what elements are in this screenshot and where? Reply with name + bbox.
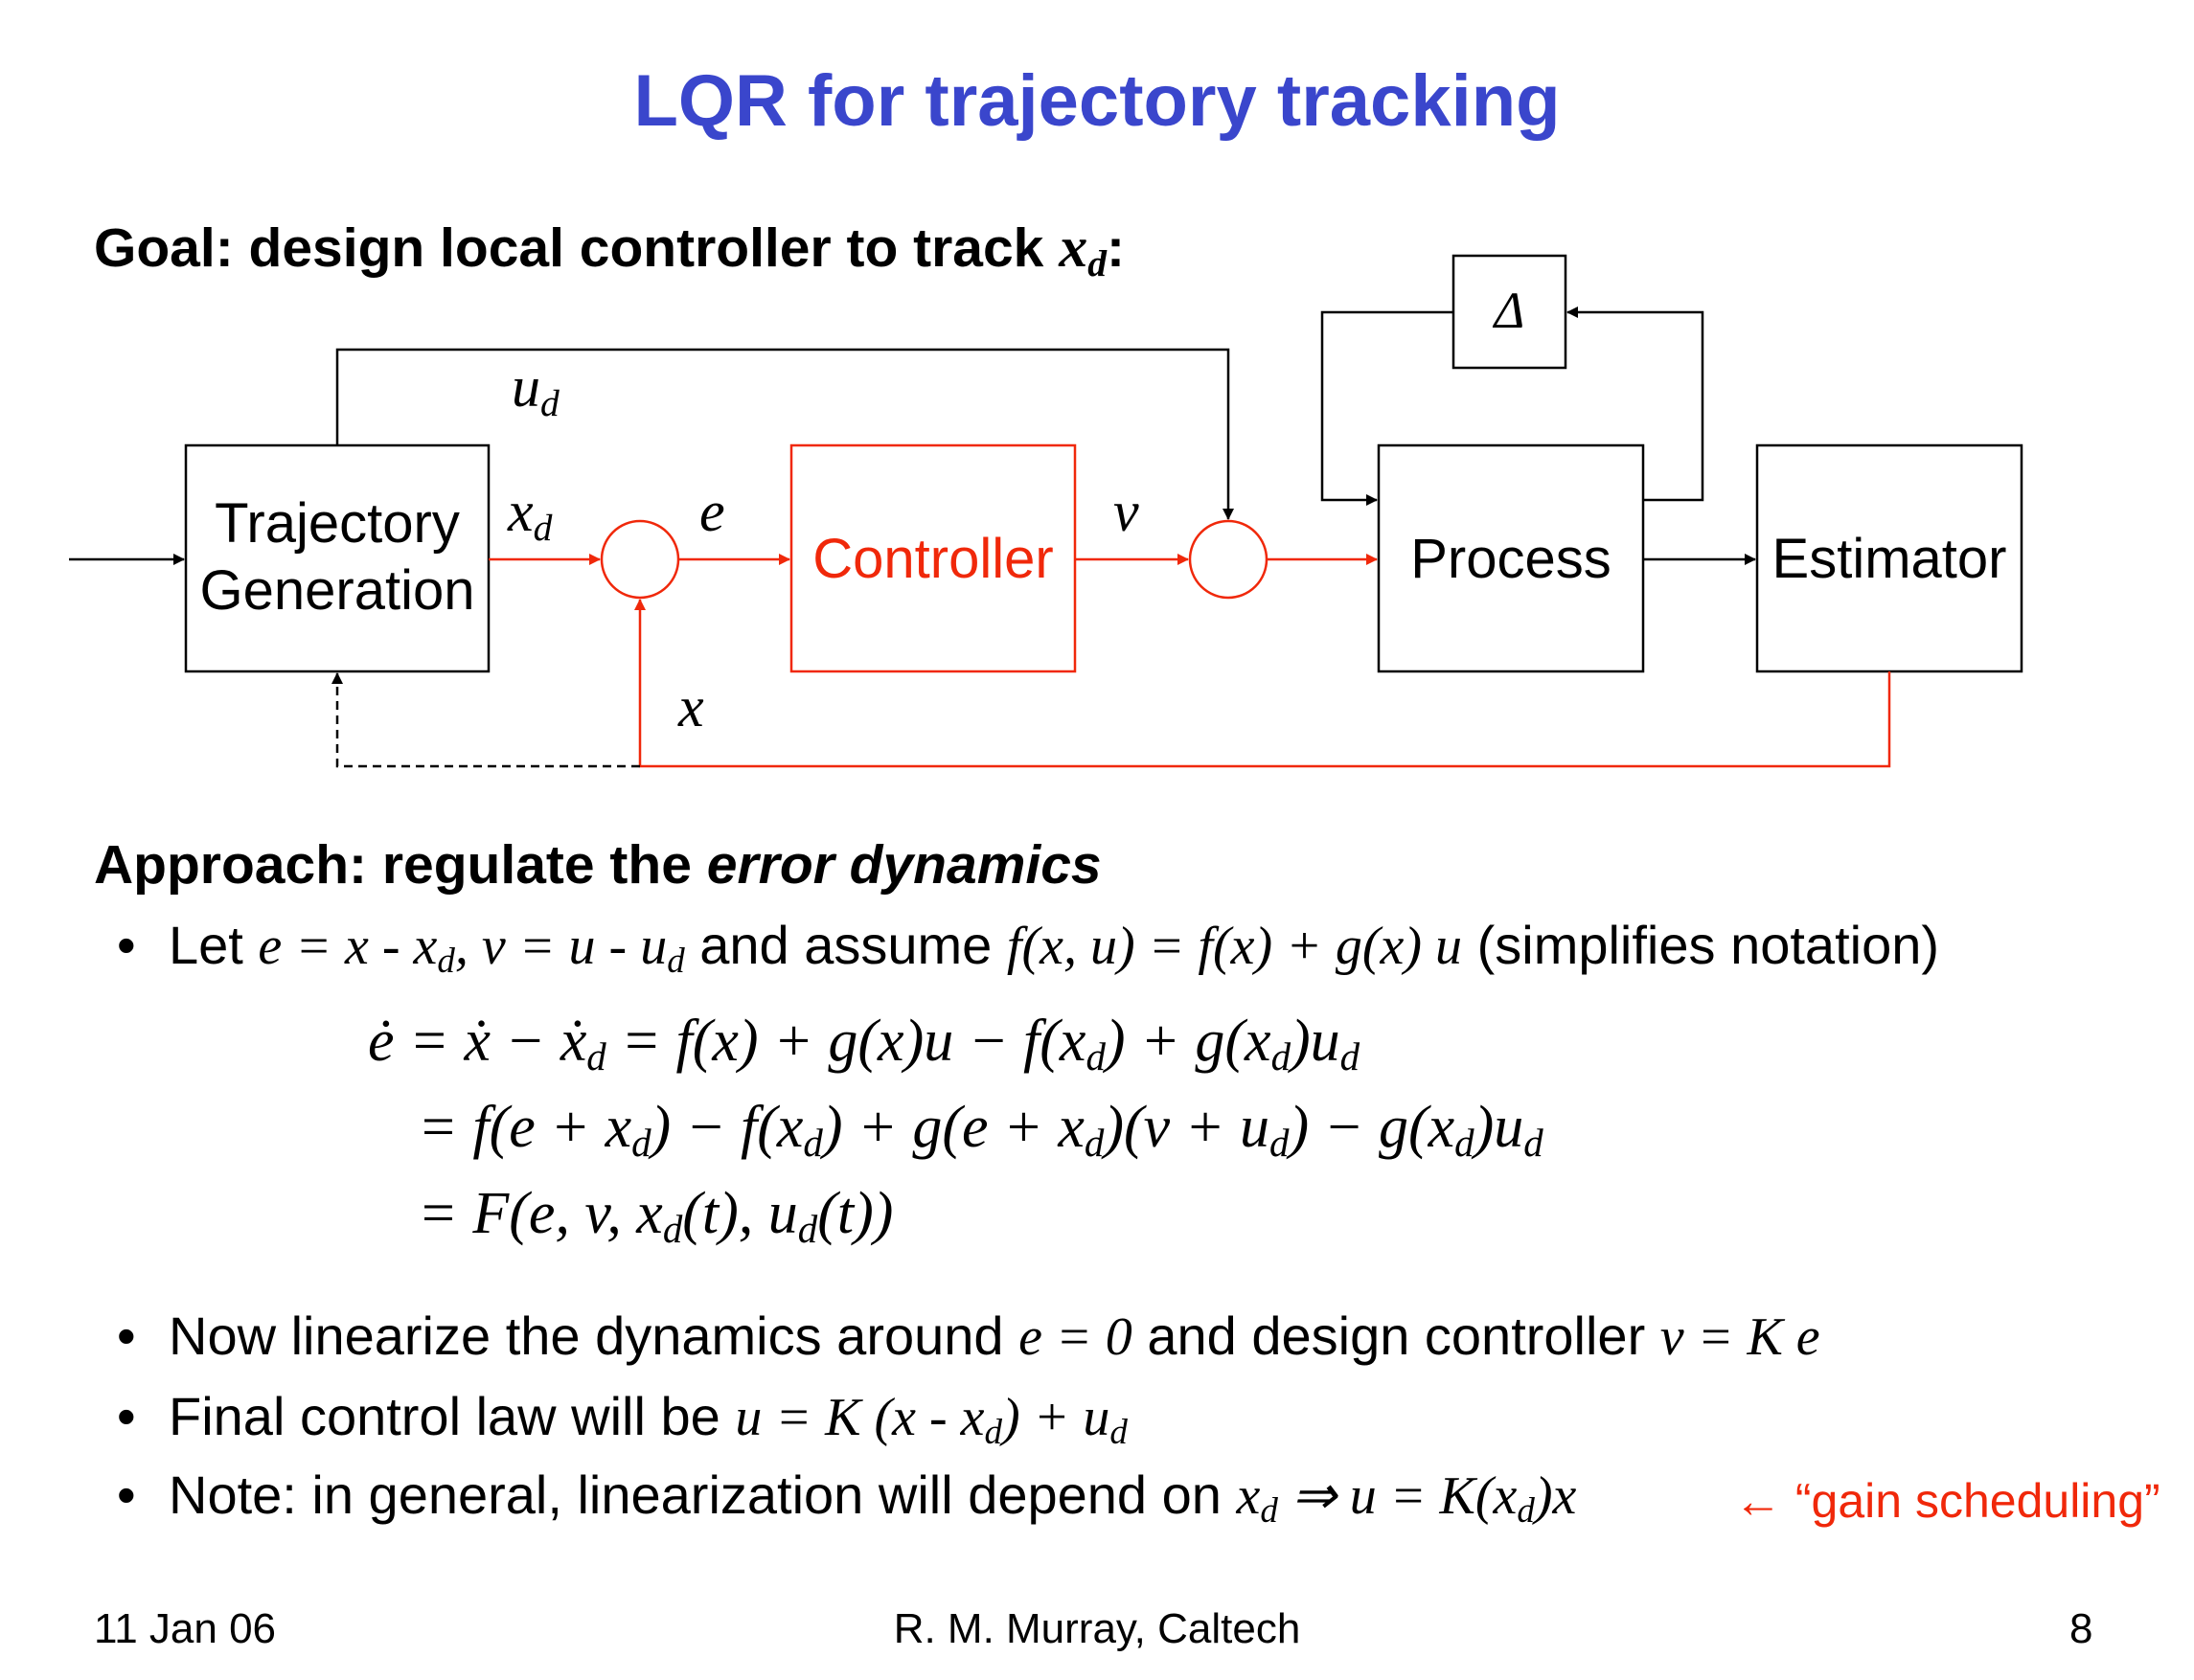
equation-line-1: ė = ẋ − ẋd = f(x) + g(x)u − f(xd) + g(xd… <box>368 1009 1360 1079</box>
delta-block <box>1451 254 1567 370</box>
trajectory-feedback-dashed-line <box>331 672 640 768</box>
trajectory-generation-block <box>184 443 491 673</box>
controller-block <box>789 443 1077 673</box>
controller-label: Controller <box>812 528 1054 590</box>
goal-var: xd <box>1059 216 1108 284</box>
goal-heading: Goal: design local controller to track x… <box>94 216 1125 284</box>
bullet-let-e: •Let e = x - xd, v = u - ud and assume f… <box>117 915 1940 981</box>
equation-line-3: = F(e, v, xd(t), ud(t)) <box>418 1181 894 1252</box>
slide-title: LQR for trajectory tracking <box>633 60 1561 142</box>
approach-heading: Approach: regulate the error dynamics <box>94 834 1102 896</box>
bullet-linearize: •Now linearize the dynamics around e = 0… <box>117 1305 1820 1367</box>
error-summing-junction <box>600 519 680 600</box>
x-feedback-line <box>634 599 1891 768</box>
bullet-final-control-law: •Final control law will be u = K (x - xd… <box>117 1386 1128 1452</box>
x-feedback-label: x <box>678 675 704 738</box>
delta-input-line <box>1566 306 1704 502</box>
xd-label: xd <box>508 480 553 549</box>
process-label: Process <box>1410 528 1611 590</box>
trajectory-generation-label: Trajectory Generation <box>199 492 475 622</box>
gain-scheduling-note: ← “gain scheduling” <box>1734 1474 2160 1528</box>
bullet-gain-note: •Note: in general, linearization will de… <box>117 1464 1577 1531</box>
footer-date: 11 Jan 06 <box>94 1605 277 1652</box>
estimator-label: Estimator <box>1771 528 2007 590</box>
estimator-block <box>1755 443 2023 673</box>
ud-feedforward-line <box>335 348 1234 520</box>
equation-line-2: = f(e + xd) − f(xd) + g(e + xd)(v + ud) … <box>418 1095 1543 1166</box>
input-summing-junction <box>1188 519 1268 600</box>
delta-label: Δ <box>1494 282 1525 339</box>
footer-page-number: 8 <box>2069 1605 2093 1652</box>
e-label: e <box>699 480 725 543</box>
footer-author: R. M. Murray, Caltech <box>893 1605 1301 1652</box>
delta-output-line <box>1320 310 1453 506</box>
v-label: v <box>1113 480 1139 543</box>
goal-text: Goal: design local controller to track <box>94 217 1060 279</box>
ud-label: ud <box>512 355 560 424</box>
